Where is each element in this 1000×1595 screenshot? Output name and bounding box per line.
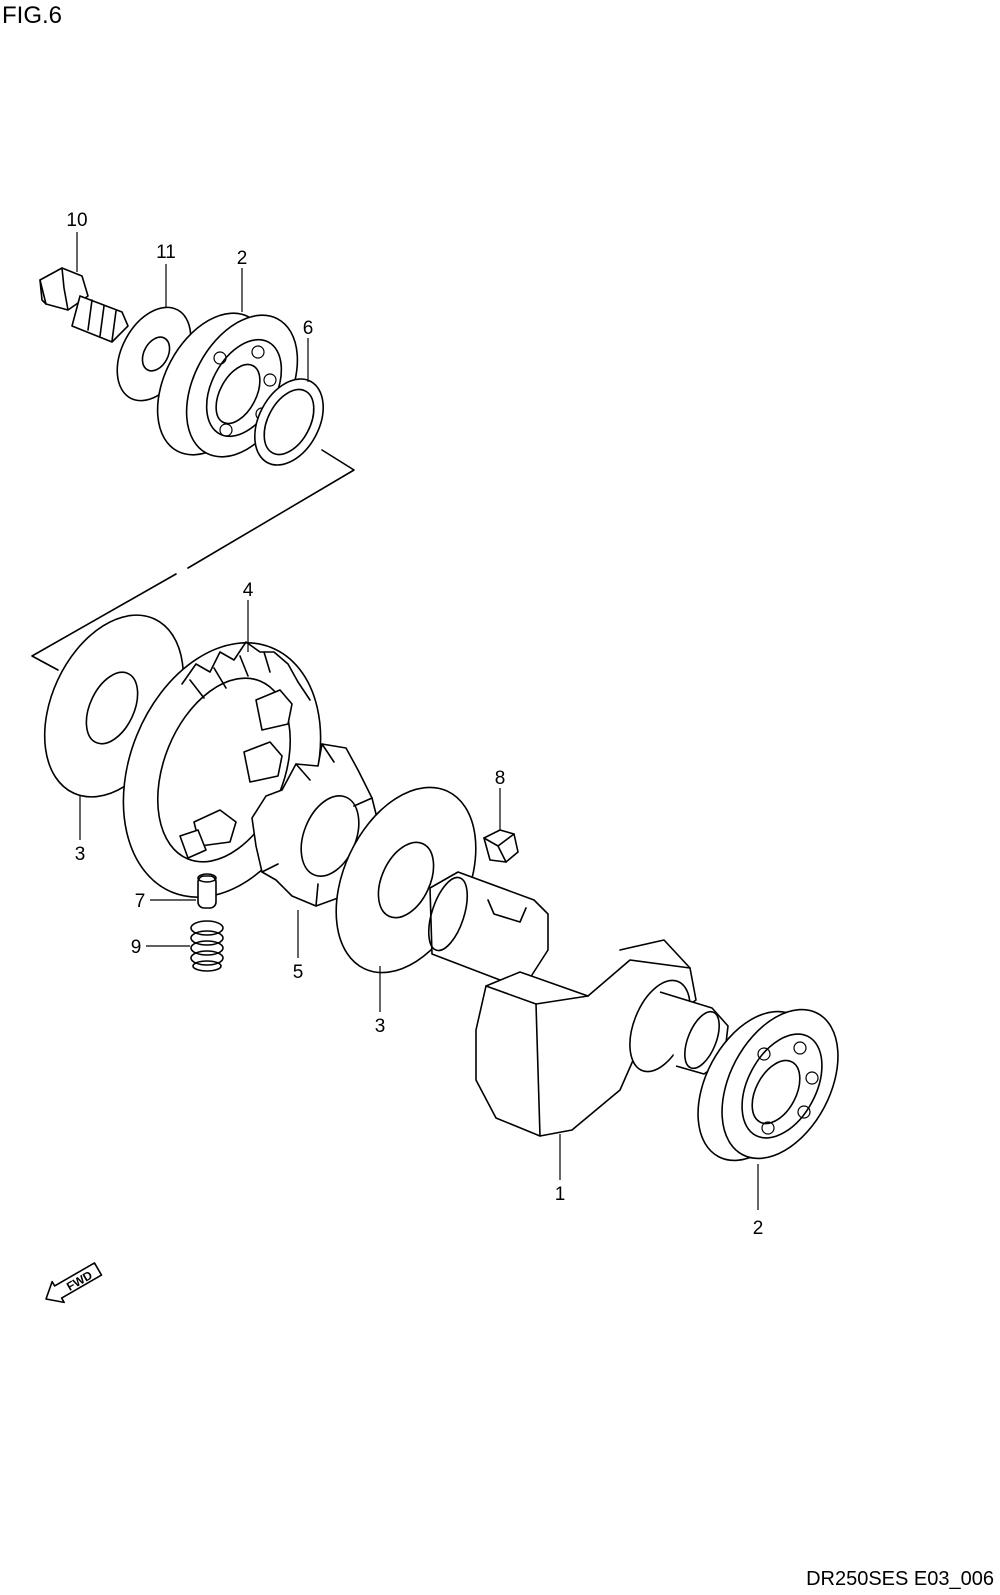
part-9-spring[interactable] [190,920,224,972]
callout-2-top: 2 [237,248,248,269]
part-7-pin[interactable] [197,873,217,909]
callout-1: 1 [555,1184,566,1205]
callout-8: 8 [495,768,506,789]
fwd-arrow-icon [45,1262,103,1304]
callout-10: 10 [66,210,87,231]
callout-4: 4 [243,580,254,601]
part-2-bearing-lower[interactable] [674,990,861,1180]
callout-3-middle: 3 [375,1016,386,1037]
leader-lines [76,232,759,1210]
part-10-bolt[interactable] [39,267,129,343]
callout-labels: 10 11 2 6 4 3 8 7 9 5 3 1 2 [66,210,763,1239]
fwd-direction-badge: FWD [45,1262,103,1304]
callout-6: 6 [303,318,314,339]
diagram-code: DR250SES E03_006 [806,1568,994,1590]
figure-title: FIG.6 [2,2,63,29]
part-8-key[interactable] [483,829,519,863]
callout-3-left: 3 [75,844,86,865]
callout-5: 5 [293,962,304,983]
part-1-shift-shaft[interactable] [421,871,729,1137]
part-6-oil-seal[interactable] [241,367,337,476]
callout-9: 9 [131,937,142,958]
callout-11: 11 [156,242,176,263]
callout-2-bottom: 2 [753,1218,764,1239]
callout-7: 7 [135,891,146,912]
assembly-bracket-line [31,449,355,671]
